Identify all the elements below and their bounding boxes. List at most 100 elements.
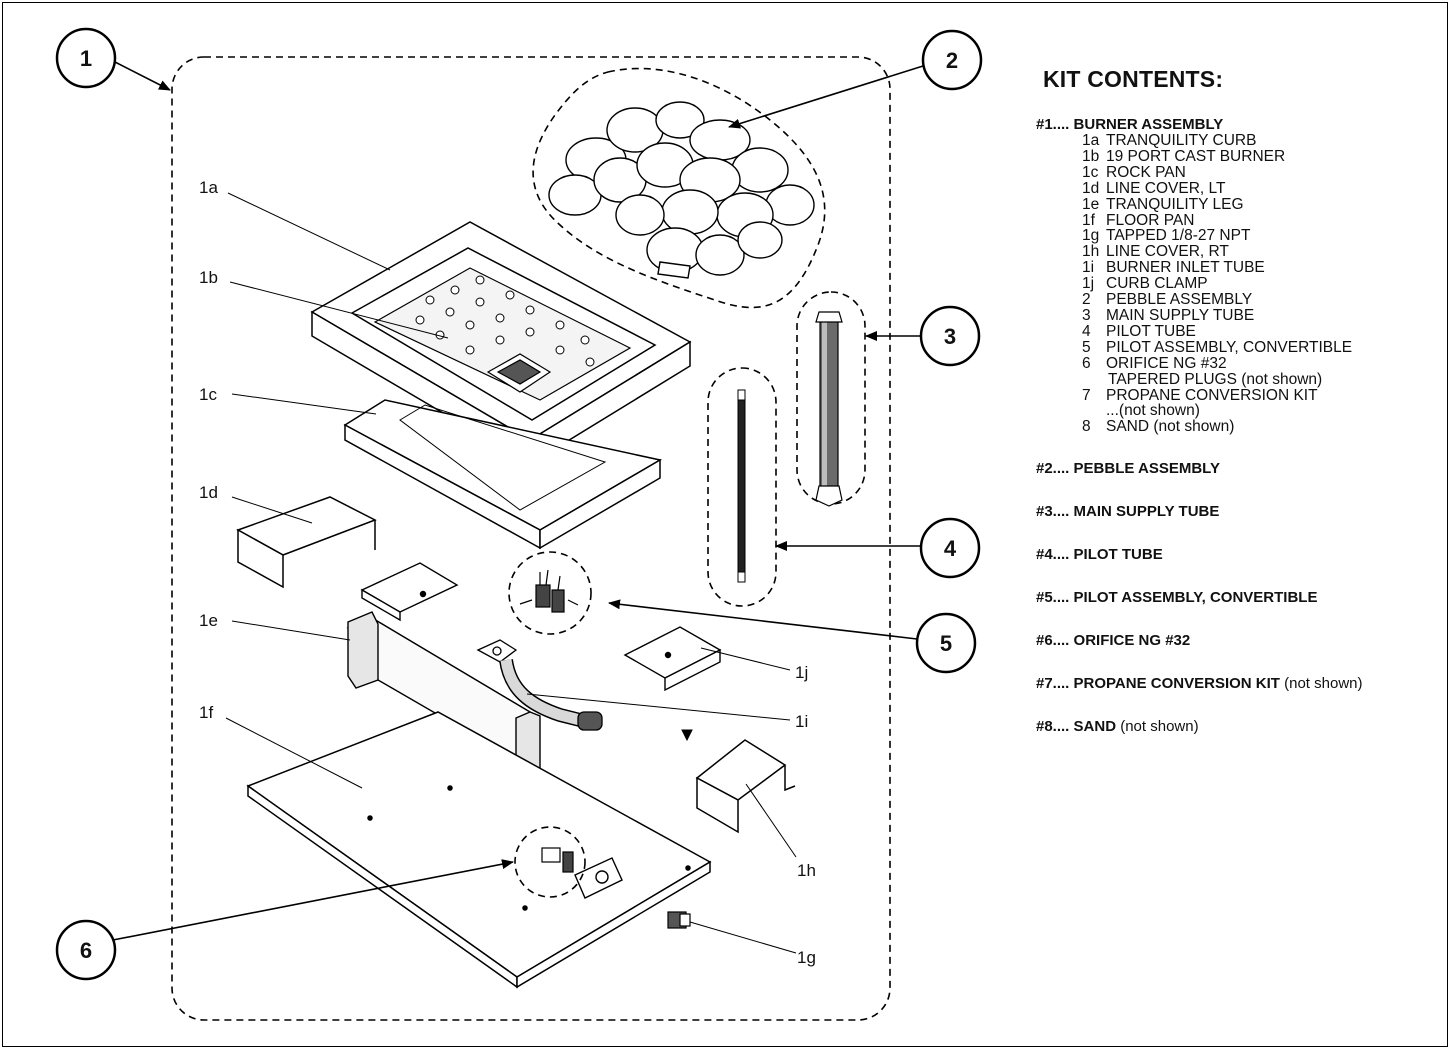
- kit-item-text: FLOOR PAN: [1106, 211, 1195, 229]
- kit-item-code: 6: [1082, 354, 1091, 372]
- kit-section-num: #4....: [1036, 546, 1070, 564]
- pilot-assembly: [519, 569, 579, 613]
- curb-clamp: [623, 626, 722, 692]
- floor-fitting: [574, 857, 623, 899]
- pebble-assembly-boundary: [532, 67, 826, 309]
- kit-item-code: 1b: [1082, 147, 1100, 165]
- kit-item-code: 7: [1082, 386, 1091, 404]
- callout-arrows: [112, 61, 924, 941]
- kit-list-item: 1g TAPPED 1/8-27 NPT: [1082, 228, 1448, 244]
- pilot-tube: [737, 389, 746, 583]
- kit-section-1-name: BURNER ASSEMBLY: [1073, 116, 1224, 133]
- pilot-assembly-boundary: [508, 551, 592, 635]
- kit-item-code: 2: [1082, 291, 1091, 309]
- line-cover-right: [695, 739, 796, 834]
- kit-list-item: 1a TRANQUILITY CURB: [1082, 133, 1448, 149]
- line-cover-left: [236, 496, 377, 589]
- kit-section-1: #1.... BURNER ASSEMBLY: [1036, 117, 1448, 133]
- kit-section-num: #6....: [1036, 632, 1070, 650]
- burner-ports: [415, 275, 595, 367]
- kit-item-text: TRANQUILITY CURB: [1106, 132, 1257, 149]
- pebbles: [548, 101, 815, 279]
- kit-item-text: ORIFICE NG #32: [1106, 354, 1227, 372]
- burner-inlet-tube: [476, 639, 603, 731]
- part-label-1h: 1h: [797, 861, 816, 880]
- kit-section-num: #8....: [1036, 718, 1070, 736]
- callout-3: 3: [919, 305, 981, 367]
- kit-section-num: #2....: [1036, 460, 1070, 478]
- kit-list-item: TAPERED PLUGS (not shown): [1082, 370, 1448, 388]
- small-screw: [681, 729, 693, 742]
- kit-section-name: SAND: [1073, 718, 1117, 736]
- kit-section-name: PEBBLE ASSEMBLY: [1073, 460, 1220, 478]
- kit-item-code: 1a: [1082, 132, 1100, 149]
- kit-item-code: 1h: [1082, 243, 1100, 261]
- kit-item-text: PILOT TUBE: [1106, 322, 1196, 340]
- kit-item-text: TRANQUILITY LEG: [1106, 195, 1244, 213]
- kit-section-5: #5.... PILOT ASSEMBLY, CONVERTIBLE: [1036, 590, 1448, 633]
- assembly-1-boundary: [171, 56, 891, 1021]
- main-supply-tube: [815, 311, 843, 507]
- kit-section-4: #4.... PILOT TUBE: [1036, 547, 1448, 590]
- part-label-1i: 1i: [795, 712, 808, 731]
- part-label-1j: 1j: [795, 663, 808, 682]
- kit-section-1-number: #1....: [1036, 116, 1070, 133]
- kit-item-code: 1d: [1082, 179, 1100, 197]
- kit-item-text: MAIN SUPPLY TUBE: [1106, 306, 1255, 324]
- kit-item-text: SAND (not shown): [1106, 418, 1235, 436]
- orifice: [541, 847, 574, 873]
- kit-item-text: BURNER INLET TUBE: [1106, 259, 1265, 277]
- part-label-1g: 1g: [797, 948, 816, 967]
- kit-item-text: TAPPED 1/8-27 NPT: [1106, 227, 1251, 245]
- kit-item-code: 3: [1082, 306, 1091, 324]
- small-plate: [360, 562, 459, 622]
- callout-6-label: 6: [80, 938, 92, 963]
- supply-tube-boundary: [796, 291, 866, 505]
- kit-item-text: PILOT ASSEMBLY, CONVERTIBLE: [1106, 338, 1353, 356]
- kit-item-text: TAPERED PLUGS (not shown): [1108, 370, 1323, 388]
- callout-4: 4: [919, 517, 981, 579]
- part-label-1a: 1a: [199, 178, 218, 197]
- kit-section-num: #3....: [1036, 503, 1070, 521]
- kit-item-code: 1g: [1082, 227, 1100, 245]
- kit-list-item: 3 MAIN SUPPLY TUBE: [1082, 308, 1448, 324]
- kit-section-name: PILOT TUBE: [1073, 546, 1163, 564]
- rock-pan: [343, 399, 663, 550]
- part-label-1c: 1c: [199, 385, 217, 404]
- kit-item-text: ...(not shown): [1106, 402, 1200, 420]
- kit-section-note: (not shown): [1120, 718, 1199, 736]
- callout-2-label: 2: [946, 48, 958, 73]
- kit-section-num: #7....: [1036, 675, 1070, 693]
- kit-item-text: LINE COVER, RT: [1106, 243, 1229, 261]
- kit-section-name: ORIFICE NG #32: [1073, 632, 1191, 650]
- kit-section-7: #7.... PROPANE CONVERSION KIT (not shown…: [1036, 676, 1448, 719]
- callout-5: 5: [915, 612, 977, 674]
- part-label-1d: 1d: [199, 483, 218, 502]
- kit-item-code: 5: [1082, 338, 1091, 356]
- kit-item-code: 1c: [1082, 163, 1099, 181]
- kit-list-item: 1h LINE COVER, RT: [1082, 244, 1448, 260]
- orifice-boundary: [514, 826, 586, 898]
- kit-item-code: 4: [1082, 322, 1091, 340]
- kit-section-8: #8.... SAND (not shown): [1036, 719, 1448, 762]
- kit-section-name: MAIN SUPPLY TUBE: [1073, 503, 1220, 521]
- kit-section-num: #5....: [1036, 589, 1070, 607]
- callout-4-label: 4: [944, 536, 957, 561]
- callout-1: 1: [55, 27, 117, 89]
- callout-3-label: 3: [944, 324, 956, 349]
- kit-section-name: PILOT ASSEMBLY, CONVERTIBLE: [1073, 589, 1318, 607]
- kit-item-text: 19 PORT CAST BURNER: [1106, 147, 1286, 165]
- leader-lines: [225, 192, 797, 954]
- kit-item-code: 1f: [1082, 211, 1095, 229]
- kit-item-text: CURB CLAMP: [1106, 275, 1208, 293]
- kit-other-sections: #2.... PEBBLE ASSEMBLY #3.... MAIN SUPPL…: [1036, 461, 1448, 762]
- kit-list-item: 1f FLOOR PAN: [1082, 211, 1448, 229]
